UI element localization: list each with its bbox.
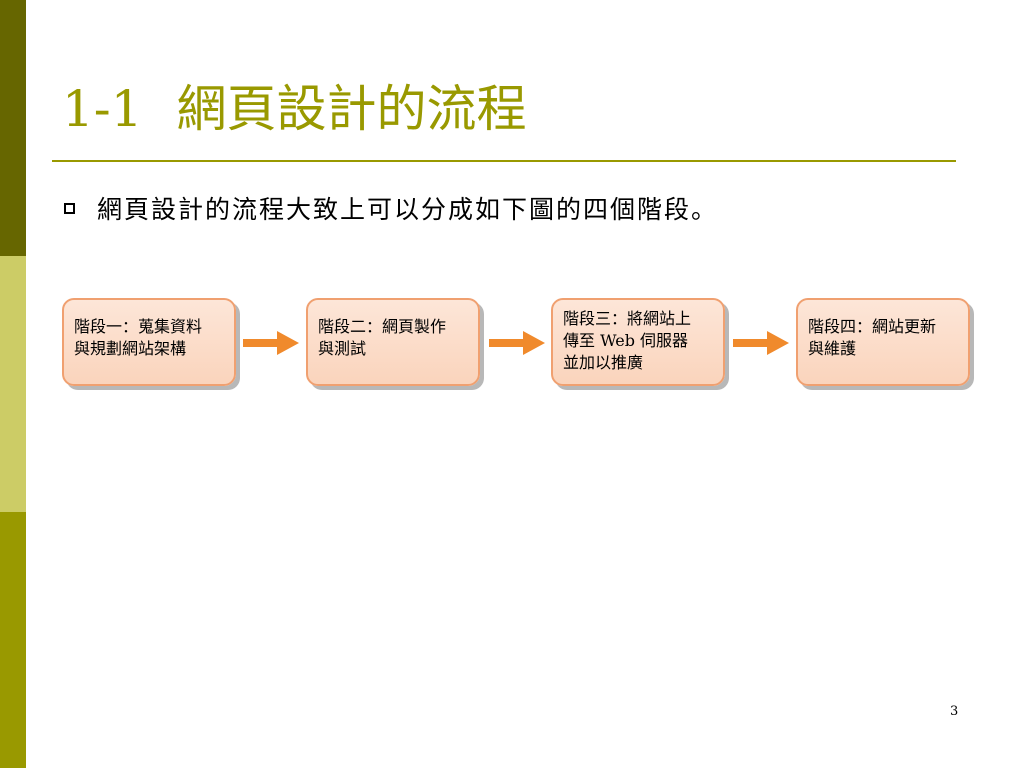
stage-4-line-1: 階段四：網站更新: [808, 317, 937, 336]
stage-3-box: 階段三：將網站上 傳至 Web 伺服器 並加以推廣: [551, 298, 725, 386]
title-number: 1-1: [62, 80, 143, 138]
bullet-text: 網頁設計的流程大致上可以分成如下圖的四個階段。: [97, 195, 719, 224]
stage-2-line-1: 階段二：網頁製作: [318, 317, 447, 336]
stage-4-box: 階段四：網站更新 與維護: [796, 298, 970, 386]
sidebar-middle-segment: [0, 256, 26, 512]
stage-3-line-3: 並加以推廣: [563, 353, 644, 372]
right-arrow-icon: [489, 331, 545, 355]
bullet-item: 網頁設計的流程大致上可以分成如下圖的四個階段。: [64, 190, 718, 226]
stage-2-line-2: 與測試: [318, 339, 367, 358]
stage-2-box: 階段二：網頁製作 與測試: [306, 298, 480, 386]
page-number: 3: [950, 704, 959, 719]
right-arrow-icon: [243, 331, 299, 355]
stage-4-line-2: 與維護: [808, 339, 857, 358]
stage-3-line-1: 階段三：將網站上: [563, 309, 692, 328]
right-arrow-icon: [733, 331, 789, 355]
stage-3-line-2: 傳至 Web 伺服器: [563, 331, 689, 350]
stage-1-line-1: 階段一：蒐集資料: [74, 317, 203, 336]
stage-1-line-2: 與規劃網站架構: [74, 339, 187, 358]
hollow-square-bullet-icon: [64, 202, 75, 214]
sidebar-top-segment: [0, 0, 26, 256]
stage-1-box: 階段一：蒐集資料 與規劃網站架構: [62, 298, 236, 386]
title-text: 網頁設計的流程: [176, 80, 527, 138]
sidebar-bottom-segment: [0, 512, 26, 768]
title-divider: [52, 160, 956, 162]
